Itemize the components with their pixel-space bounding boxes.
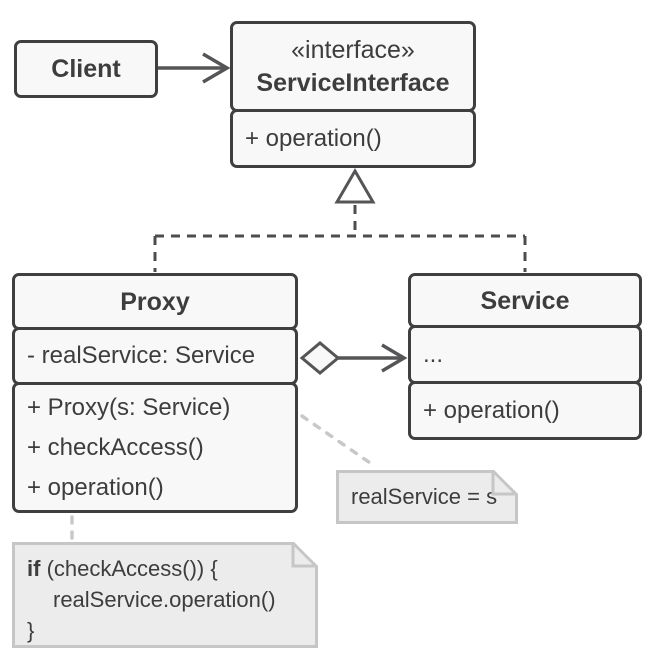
- aggregation-diamond-icon: [299, 341, 341, 375]
- uml-class-service: Service ... + operation(): [408, 273, 642, 440]
- operation-item: + checkAccess(): [27, 433, 204, 461]
- operation-item: + operation(): [423, 396, 560, 424]
- keyword-if: if: [27, 556, 41, 581]
- note-code-line: }: [27, 615, 303, 646]
- note-text: realService = s: [351, 484, 498, 509]
- open-arrowhead-icon: [381, 343, 408, 373]
- note-realservice-assignment: realService = s: [336, 470, 518, 524]
- operation-item: + Proxy(s: Service): [27, 393, 231, 421]
- uml-class-client: Client: [14, 40, 158, 98]
- note-fold-icon: [491, 470, 518, 497]
- class-name: Proxy: [120, 287, 190, 316]
- note-code-text: realService.operation(): [53, 587, 276, 612]
- service-title-compartment: Service: [408, 273, 642, 328]
- service-attributes-compartment: ...: [408, 325, 642, 384]
- note-code-text: }: [27, 618, 35, 643]
- service-operations-compartment: + operation(): [408, 381, 642, 440]
- note-code-line: if (checkAccess()) {: [27, 553, 303, 584]
- note-fold-icon: [291, 542, 318, 569]
- note-code-line: realService.operation(): [27, 584, 303, 615]
- proxy-operations-compartment: + Proxy(s: Service) + checkAccess() + op…: [12, 382, 298, 513]
- attribute-item: - realService: Service: [27, 342, 256, 369]
- realization-triangle-icon: [334, 168, 376, 204]
- class-name: ServiceInterface: [256, 68, 450, 97]
- stereotype-label: «interface»: [291, 35, 415, 64]
- attribute-item: ...: [423, 340, 444, 368]
- uml-class-proxy: Proxy - realService: Service + Proxy(s: …: [12, 273, 298, 513]
- operation-item: + operation(): [27, 473, 164, 501]
- uml-interface-serviceinterface: «interface» ServiceInterface + operation…: [230, 21, 476, 168]
- class-name: Client: [51, 55, 121, 83]
- interface-title-compartment: «interface» ServiceInterface: [230, 21, 476, 112]
- client-title-compartment: Client: [14, 40, 158, 98]
- note-code-text: (checkAccess()) {: [40, 556, 218, 581]
- open-arrowhead-icon: [202, 52, 231, 84]
- realization-dashed-lines: [153, 205, 527, 272]
- proxy-attributes-compartment: - realService: Service: [12, 327, 298, 385]
- operation-item: + operation(): [245, 124, 382, 152]
- proxy-title-compartment: Proxy: [12, 273, 298, 330]
- class-name: Service: [480, 286, 570, 315]
- note-connector-realservice: [300, 414, 378, 469]
- interface-operations-compartment: + operation(): [230, 109, 476, 168]
- note-operation-code: if (checkAccess()) { realService.operati…: [12, 542, 318, 648]
